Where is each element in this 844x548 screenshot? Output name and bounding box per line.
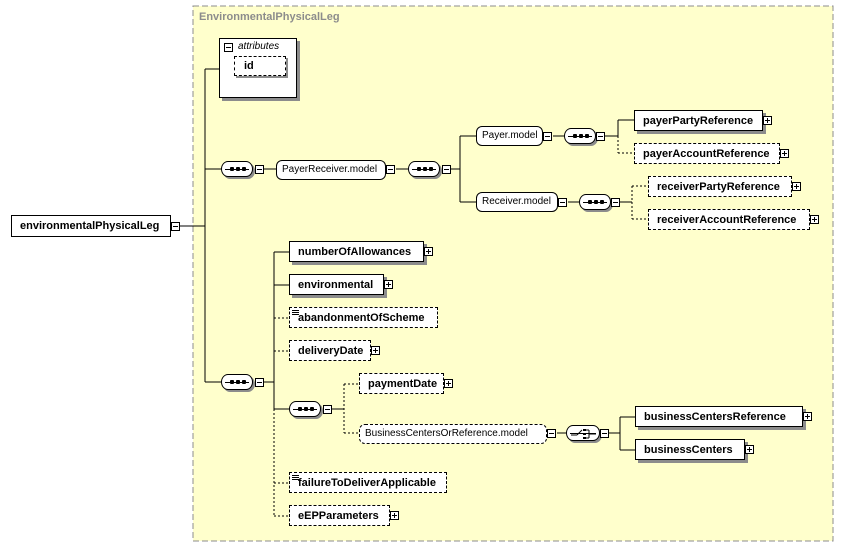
number-of-allowances[interactable]: numberOfAllowances <box>289 241 424 262</box>
attributes-title: attributes <box>238 41 280 52</box>
element-label: payerAccountReference <box>643 148 770 160</box>
payer-account-reference[interactable]: payerAccountReference <box>634 143 780 164</box>
element-label: receiverAccountReference <box>657 214 797 226</box>
root-element-label: environmentalPhysicalLeg <box>20 220 160 232</box>
receiver-model[interactable]: Receiver.model <box>476 192 558 212</box>
simple-type-icon <box>292 475 299 481</box>
collapse-icon[interactable] <box>611 198 620 207</box>
element-label: businessCenters <box>644 444 733 456</box>
expand-icon[interactable] <box>763 116 772 125</box>
payer-party-reference[interactable]: payerPartyReference <box>634 110 763 131</box>
sequence-compositor <box>579 194 611 210</box>
element-label: paymentDate <box>368 378 438 390</box>
failure-to-deliver-applicable[interactable]: failureToDeliverApplicable <box>289 472 447 493</box>
element-label: eEPParameters <box>298 510 379 522</box>
expand-icon[interactable] <box>371 346 380 355</box>
choice-compositor <box>566 425 600 441</box>
payment-date[interactable]: paymentDate <box>359 373 444 394</box>
payer-model[interactable]: Payer.model <box>476 126 543 146</box>
element-label: receiverPartyReference <box>657 181 780 193</box>
delivery-date[interactable]: deliveryDate <box>289 340 371 361</box>
simple-type-icon <box>292 310 299 316</box>
root-element[interactable]: environmentalPhysicalLeg <box>11 215 171 237</box>
element-label: environmental <box>298 279 374 291</box>
payer-model-label: Payer.model <box>482 130 538 141</box>
receiver-model-label: Receiver.model <box>482 196 551 207</box>
eep-parameters[interactable]: eEPParameters <box>289 505 390 526</box>
expand-icon[interactable] <box>780 149 789 158</box>
group-title: EnvironmentalPhysicalLeg <box>199 11 340 23</box>
collapse-icon[interactable] <box>386 165 395 174</box>
collapse-icon[interactable] <box>600 429 609 438</box>
sequence-compositor <box>408 161 440 177</box>
element-label: abandonmentOfScheme <box>298 312 425 324</box>
collapse-icon[interactable] <box>442 165 451 174</box>
collapse-icon[interactable] <box>558 198 567 207</box>
collapse-icon[interactable] <box>547 429 556 438</box>
expand-icon[interactable] <box>792 182 801 191</box>
receiver-account-reference[interactable]: receiverAccountReference <box>648 209 810 230</box>
receiver-party-reference[interactable]: receiverPartyReference <box>648 176 792 197</box>
collapse-icon[interactable] <box>255 165 264 174</box>
expand-icon[interactable] <box>810 215 819 224</box>
collapse-icon[interactable] <box>543 132 552 141</box>
collapse-icon[interactable] <box>323 405 332 414</box>
attributes-box: attributes id <box>219 38 297 98</box>
abandonment-of-scheme[interactable]: abandonmentOfScheme <box>289 307 438 328</box>
element-label: businessCentersReference <box>644 411 786 423</box>
attribute-id[interactable]: id <box>234 56 286 76</box>
expand-icon[interactable] <box>444 379 453 388</box>
expand-icon[interactable] <box>745 445 754 454</box>
payer-receiver-model-label: PayerReceiver.model <box>282 164 378 175</box>
collapse-icon[interactable] <box>596 132 605 141</box>
business-centers-or-reference-model[interactable]: BusinessCentersOrReference.model <box>359 424 547 444</box>
element-label: failureToDeliverApplicable <box>298 477 436 489</box>
business-centers-reference[interactable]: businessCentersReference <box>635 406 803 427</box>
collapse-icon[interactable] <box>255 378 264 387</box>
expand-icon[interactable] <box>390 511 399 520</box>
environmental[interactable]: environmental <box>289 274 384 295</box>
element-label: payerPartyReference <box>643 115 754 127</box>
sequence-compositor <box>221 374 253 390</box>
collapse-icon[interactable] <box>224 43 233 52</box>
collapse-icon[interactable] <box>171 222 180 231</box>
element-label: deliveryDate <box>298 345 364 357</box>
expand-icon[interactable] <box>803 412 812 421</box>
business-centers[interactable]: businessCenters <box>635 439 745 460</box>
sequence-compositor <box>289 401 321 417</box>
sequence-compositor <box>564 128 596 144</box>
expand-icon[interactable] <box>384 280 393 289</box>
expand-icon[interactable] <box>424 247 433 256</box>
payer-receiver-model[interactable]: PayerReceiver.model <box>276 160 386 180</box>
sequence-compositor <box>221 161 253 177</box>
element-label: numberOfAllowances <box>298 246 412 258</box>
model-label: BusinessCentersOrReference.model <box>365 428 528 439</box>
